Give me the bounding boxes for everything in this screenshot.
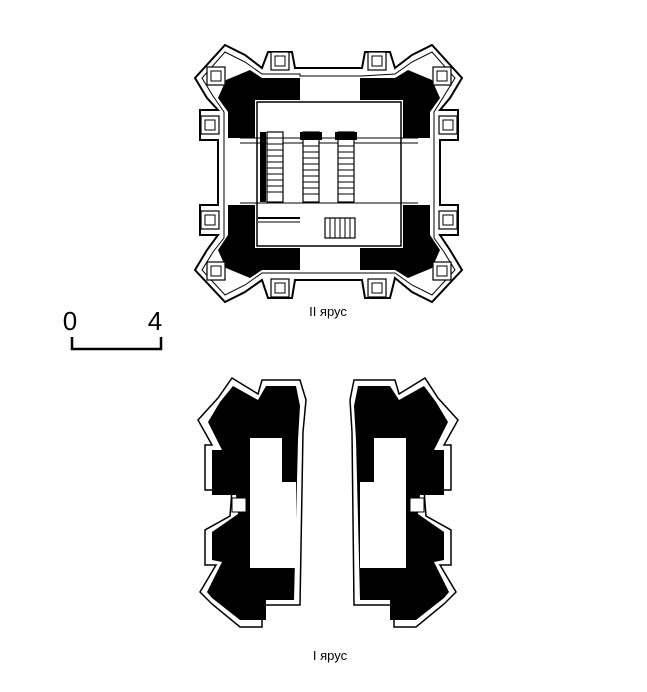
- tier-2-corner-mass: [218, 70, 300, 138]
- tier-2-small-stair: [324, 217, 356, 239]
- tier-2-loophole: [206, 66, 226, 86]
- tier-1-right-embrasure: [409, 497, 425, 513]
- tier-2-loophole: [270, 278, 290, 298]
- tier-2-corner-mass: [360, 205, 440, 278]
- tier-1-right-passage: [360, 482, 380, 568]
- tier-1-left-embrasure: [231, 497, 247, 513]
- scale-bar-end-label: 4: [148, 306, 162, 336]
- tier-2-plan: [193, 43, 464, 304]
- tier-2-loophole: [270, 51, 290, 71]
- tier-2-corner-mass: [218, 205, 300, 278]
- tier-2-inner-wall: [201, 51, 456, 296]
- tier-1-label: I ярус: [313, 648, 348, 663]
- tier-2-stair: [335, 131, 357, 203]
- tier-2-stair: [300, 131, 322, 203]
- tier-2-label: II ярус: [309, 304, 347, 319]
- scale-bar-start-label: 0: [63, 306, 77, 336]
- tier-2-loophole: [206, 261, 226, 281]
- tier-1-plan: [197, 376, 459, 628]
- tier-2-loophole: [432, 66, 452, 86]
- tier-2-loophole: [367, 278, 387, 298]
- tier-2-corner-mass: [360, 70, 440, 138]
- tier-2-loophole: [200, 115, 220, 135]
- tier-2-loophole: [438, 210, 458, 230]
- scale-bar: 0 4: [63, 306, 163, 351]
- tier-2-loophole: [432, 261, 452, 281]
- tier-1-left-passage: [276, 482, 296, 568]
- tier-2-loophole: [367, 51, 387, 71]
- tier-2-stair: [260, 131, 284, 203]
- tier-2-loophole: [200, 210, 220, 230]
- tier-2-loophole: [438, 115, 458, 135]
